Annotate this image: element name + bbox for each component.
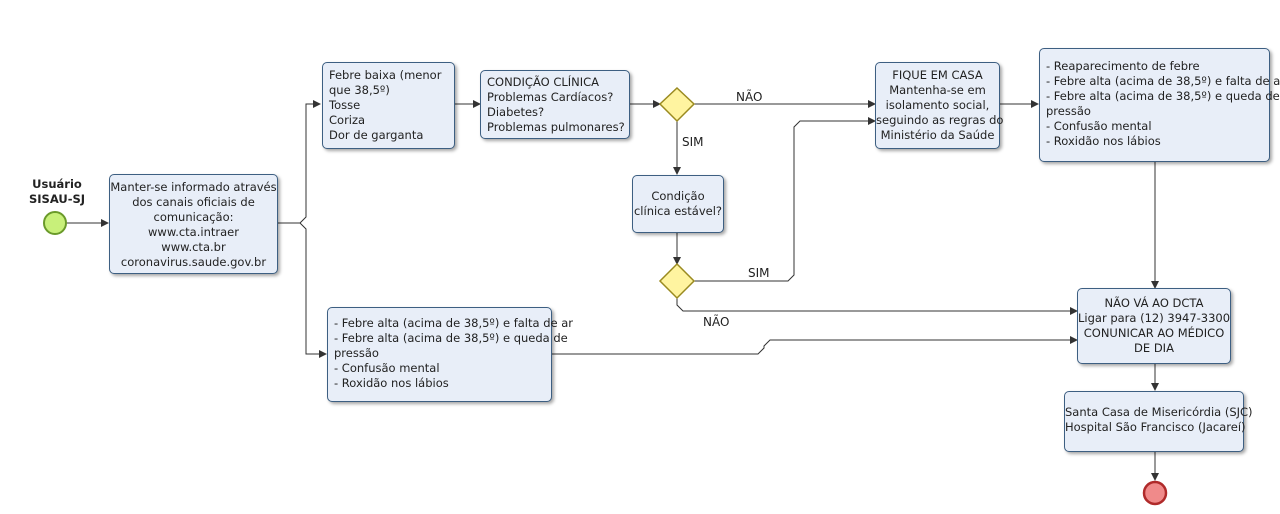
- dcta-line: Ligar para (12) 3947-3300: [1078, 311, 1231, 325]
- box-dcta: NÃO VÁ AO DCTA Ligar para (12) 3947-3300…: [1077, 288, 1231, 364]
- box-fique-em-casa: FIQUE EM CASA Mantenha-se em isolamento …: [875, 62, 1004, 149]
- box-hospitais: Santa Casa de Misericórdia (SJC) Hospita…: [1064, 391, 1253, 452]
- hospitais-line: Santa Casa de Misericórdia (SJC): [1065, 405, 1253, 419]
- estavel-line: Condição: [651, 189, 705, 203]
- sintomas-leves-line: que 38,5º): [329, 83, 390, 97]
- graves-line: - Roxidão nos lábios: [334, 376, 449, 390]
- actor-line-2: SISAU-SJ: [28, 192, 86, 206]
- label-nao-gateway1: NÃO: [736, 90, 763, 104]
- condicao-line: Problemas Cardíacos?: [487, 90, 614, 104]
- graves-line: pressão: [334, 346, 379, 360]
- dcta-line: NÃO VÁ AO DCTA: [1104, 296, 1204, 310]
- box-info: Manter-se informado através dos canais o…: [109, 174, 278, 274]
- label-sim-gateway1: SIM: [682, 135, 704, 149]
- start-event: [43, 211, 67, 235]
- condicao-line: Problemas pulmonares?: [487, 120, 625, 134]
- info-line: dos canais oficiais de: [132, 195, 255, 209]
- retorno-line: - Confusão mental: [1046, 119, 1152, 133]
- fique-casa-line: Ministério da Saúde: [880, 128, 995, 142]
- sintomas-leves-line: Coriza: [329, 113, 366, 127]
- condicao-line: Diabetes?: [487, 105, 545, 119]
- fique-casa-line: Mantenha-se em: [889, 83, 986, 97]
- dcta-line: CONUNICAR AO MÉDICO: [1083, 326, 1225, 340]
- info-line: coronavirus.saude.gov.br: [120, 255, 267, 269]
- box-sintomas-leves: Febre baixa (menor que 38,5º) Tosse Cori…: [322, 62, 455, 149]
- info-line: www.cta.br: [161, 240, 226, 254]
- fique-casa-line: FIQUE EM CASA: [892, 68, 983, 82]
- info-line: comunicação:: [153, 210, 234, 224]
- actor-label: Usuário SISAU-SJ: [22, 177, 92, 207]
- edge-branch-up: [299, 100, 321, 224]
- edge-gw2-casa: [694, 117, 876, 282]
- edge-graves-dcta: [552, 336, 1078, 355]
- info-line: www.cta.intraer: [148, 225, 239, 239]
- info-line: Manter-se informado através: [110, 180, 277, 194]
- gateway-2: [658, 262, 696, 300]
- dcta-line: DE DIA: [1134, 341, 1174, 355]
- fique-casa-line: seguindo as regras do: [876, 113, 1004, 127]
- retorno-line: - Reaparecimento de febre: [1046, 59, 1200, 73]
- fique-casa-line: isolamento social,: [885, 98, 990, 112]
- retorno-line: - Febre alta (acima de 38,5º) e queda de: [1046, 89, 1280, 103]
- label-nao-gateway2: NÃO: [703, 315, 730, 329]
- sintomas-leves-line: Dor de garganta: [329, 128, 424, 142]
- retorno-line: pressão: [1046, 104, 1091, 118]
- condicao-line: CONDIÇÃO CLÍNICA: [487, 75, 600, 89]
- actor-line-1: Usuário: [32, 177, 82, 191]
- gateway-1: [658, 86, 696, 123]
- box-condicao-clinica: CONDIÇÃO CLÍNICA Problemas Cardíacos? Di…: [480, 70, 630, 139]
- sintomas-leves-line: Febre baixa (menor: [329, 68, 442, 82]
- graves-line: - Febre alta (acima de 38,5º) e queda de: [334, 331, 568, 345]
- end-event: [1142, 480, 1168, 506]
- label-sim-gateway2: SIM: [748, 266, 770, 280]
- edge-gw2-dcta: [676, 298, 1078, 315]
- box-sintomas-retorno: - Reaparecimento de febre - Febre alta (…: [1039, 48, 1280, 162]
- retorno-line: - Febre alta (acima de 38,5º) e falta de…: [1046, 74, 1280, 88]
- graves-line: - Confusão mental: [334, 361, 440, 375]
- edge-branch-down: [299, 222, 327, 358]
- estavel-line: clínica estável?: [633, 204, 723, 218]
- sintomas-leves-line: Tosse: [329, 98, 361, 112]
- retorno-line: - Roxidão nos lábios: [1046, 134, 1161, 148]
- box-estavel: Condição clínica estável?: [632, 175, 724, 233]
- graves-line: - Febre alta (acima de 38,5º) e falta de…: [334, 316, 574, 330]
- box-sintomas-graves: - Febre alta (acima de 38,5º) e falta de…: [327, 307, 574, 402]
- hospitais-line: Hospital São Francisco (Jacareí): [1065, 420, 1246, 434]
